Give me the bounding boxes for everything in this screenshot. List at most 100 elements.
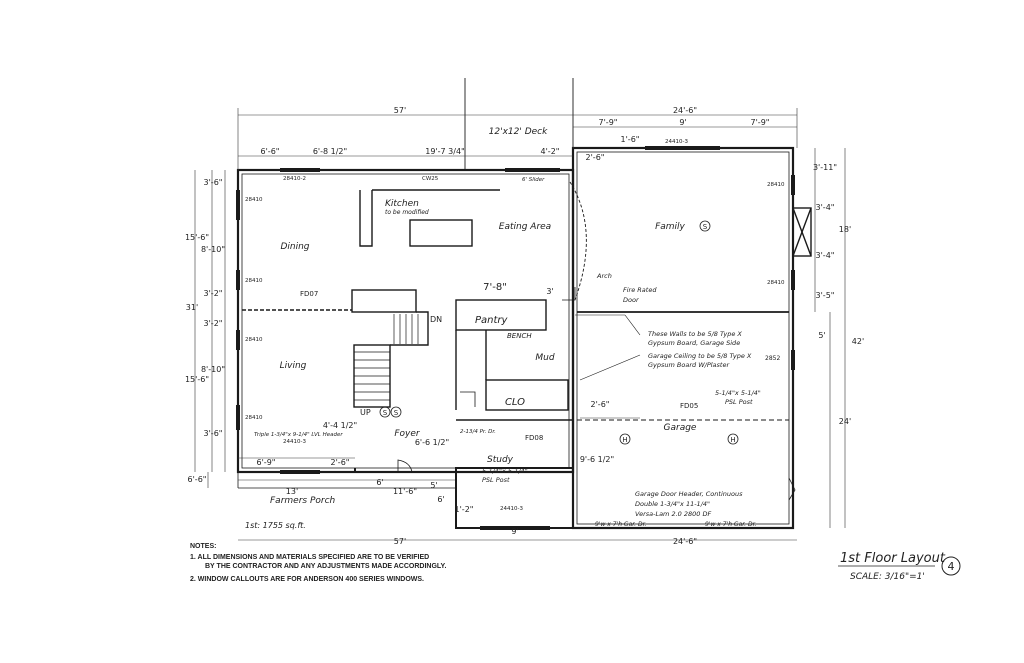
dim-l-156a: 15'-6" [185, 233, 209, 242]
label-garage-ceiling-2: Gypsum Board W/Plaster [648, 361, 730, 369]
dim-16: 1'-6" [621, 135, 640, 144]
room-family: Family [655, 222, 685, 232]
annotation-labels: Arch Fire Rated Door These Walls to be 5… [245, 176, 780, 530]
general-notes: NOTES: 1. ALL DIMENSIONS AND MATERIALS S… [190, 543, 446, 583]
label-dn: DN [430, 315, 442, 324]
room-pantry: Pantry [475, 315, 509, 326]
window-w6: 28410 [245, 278, 263, 284]
smoke-detector-icon [379, 406, 391, 418]
dim-b-26: 2'-6" [331, 458, 350, 467]
dim-66: 6'-6" [261, 147, 280, 156]
heat-detector-icon [619, 433, 631, 445]
label-fd05: FD05 [680, 402, 698, 410]
room-dining: Dining [280, 242, 309, 252]
dim-r-24: 24' [839, 417, 851, 426]
label-fd08: FD08 [525, 434, 543, 442]
window-callouts: 28410-2 24410-3 24410-3 24410-3 28410 28… [245, 139, 785, 512]
dim-b-13: 13' [286, 487, 298, 496]
dim-42: 4'-2" [541, 147, 560, 156]
interior-walls [242, 181, 812, 501]
dim-i-92: 9'-6 1/2" [580, 455, 614, 464]
dim-b-5: 5' [430, 481, 437, 490]
sheet-number: 4 [948, 560, 955, 573]
smoke-symbol-label: S [703, 223, 708, 231]
sheet-number-circle [941, 556, 961, 576]
detector-symbols [379, 220, 739, 445]
dim-r-34a: 3'-4" [816, 203, 835, 212]
room-kitchen-note: to be modified [385, 209, 429, 216]
dim-b-69: 6'-9" [257, 458, 276, 467]
smoke-symbol-label: S [383, 409, 388, 417]
window-w8: 28410 [245, 415, 263, 421]
dim-r-5: 5' [818, 331, 825, 340]
heat-symbol-label: H [730, 436, 735, 444]
label-garage-ceiling-1: Garage Ceiling to be 5/8 Type X [648, 352, 752, 360]
deck-label: 12'x12' Deck [489, 127, 548, 137]
window-w2: 24410-3 [665, 139, 688, 145]
label-header-1: Garage Door Header, Continuous [635, 490, 743, 498]
label-header-3: Versa-Lam 2.0 2800 DF [635, 510, 711, 518]
dim-r-34b: 3'-4" [816, 251, 835, 260]
dim-l-31: 31' [186, 303, 198, 312]
label-fd07: FD07 [300, 290, 318, 298]
label-psl-1a: 5-1/4"x 5-1/4" [715, 389, 761, 397]
dim-79a: 7'-9" [599, 118, 618, 127]
window-w7: 28410 [245, 337, 263, 343]
label-cw: CW25 [422, 176, 439, 182]
heat-detector-icon [727, 433, 739, 445]
dim-79b: 7'-9" [751, 118, 770, 127]
sheet-title: 1st Floor Layout [840, 551, 946, 566]
label-up: UP [360, 408, 371, 417]
dim-i-78: 7'-8" [483, 282, 507, 293]
label-gar-door-2: 9'w x 7'h Gar. Dr. [705, 521, 757, 528]
room-foyer: Foyer [394, 429, 421, 439]
label-pr-dr: 2-13/4 Pr. Dr. [460, 429, 496, 435]
dimension-labels: 57' 24'-6" 6'-6" 6'-8 1/2" 19'-7 3/4" 4'… [185, 106, 864, 546]
dim-bot-9: 9' [511, 527, 518, 536]
dim-i-26b: 2'-6" [591, 400, 610, 409]
room-clo: CLO [505, 397, 525, 408]
dim-bot-12: 1'-2" [455, 505, 474, 514]
smoke-detector-icon [390, 406, 402, 418]
smoke-detector-icon [699, 220, 711, 232]
room-mud: Mud [535, 353, 554, 363]
label-gar-door-1: 9'w x 7'h Gar. Dr. [595, 521, 647, 528]
note-2: 2. WINDOW CALLOUTS ARE FOR ANDERSON 400 … [190, 576, 424, 583]
dim-9: 9' [679, 118, 686, 127]
room-eating-area: Eating Area [499, 222, 551, 232]
label-fire-walls-2: Gypsum Board, Garage Side [648, 339, 740, 347]
dim-b-6b: 6' [437, 495, 444, 504]
exterior-walls [236, 146, 795, 530]
windows-marks [236, 146, 795, 530]
dim-i-62: 6'-6 1/2" [415, 438, 449, 447]
dim-top-total: 57' [394, 106, 406, 115]
dim-bot-57: 57' [394, 537, 406, 546]
dim-b-6: 6' [376, 478, 383, 487]
room-labels: 12'x12' Deck Kitchen to be modified Eati… [270, 127, 697, 506]
room-bench: BENCH [507, 332, 532, 340]
room-study: Study [487, 455, 514, 465]
window-w10: 28410 [767, 280, 785, 286]
label-header-2: Double 1-3/4"x 11-1/4" [635, 500, 710, 508]
note-1a: 1. ALL DIMENSIONS AND MATERIALS SPECIFIE… [190, 554, 429, 561]
label-psl-2b: PSL Post [482, 476, 510, 484]
label-2852: 2852 [765, 355, 780, 362]
sheet-scale: SCALE: 3/16"=1' [850, 572, 925, 582]
dim-r-42: 42' [852, 337, 864, 346]
smoke-symbol-label: S [394, 409, 399, 417]
window-w5: 28410 [245, 197, 263, 203]
heat-symbol-label: H [622, 436, 627, 444]
title-block: 1st Floor Layout SCALE: 3/16"=1' 4 [838, 551, 961, 582]
label-lvl-header: Triple 1-3/4"x 9-1/4" LVL Header [254, 432, 343, 438]
dim-b-116: 11'-6" [393, 487, 417, 496]
dim-l-36b: 3'-6" [204, 429, 223, 438]
dim-bot-246: 24'-6" [673, 537, 697, 546]
label-six-slider: 6' Slider [522, 177, 545, 183]
window-w1: 28410-2 [283, 176, 306, 182]
dim-r-18: 18' [839, 225, 851, 234]
window-w3: 24410-3 [283, 439, 306, 445]
dim-top-right: 24'-6" [673, 106, 697, 115]
window-w4: 24410-3 [500, 506, 523, 512]
label-fire-walls-1: These Walls to be 5/8 Type X [648, 330, 742, 338]
